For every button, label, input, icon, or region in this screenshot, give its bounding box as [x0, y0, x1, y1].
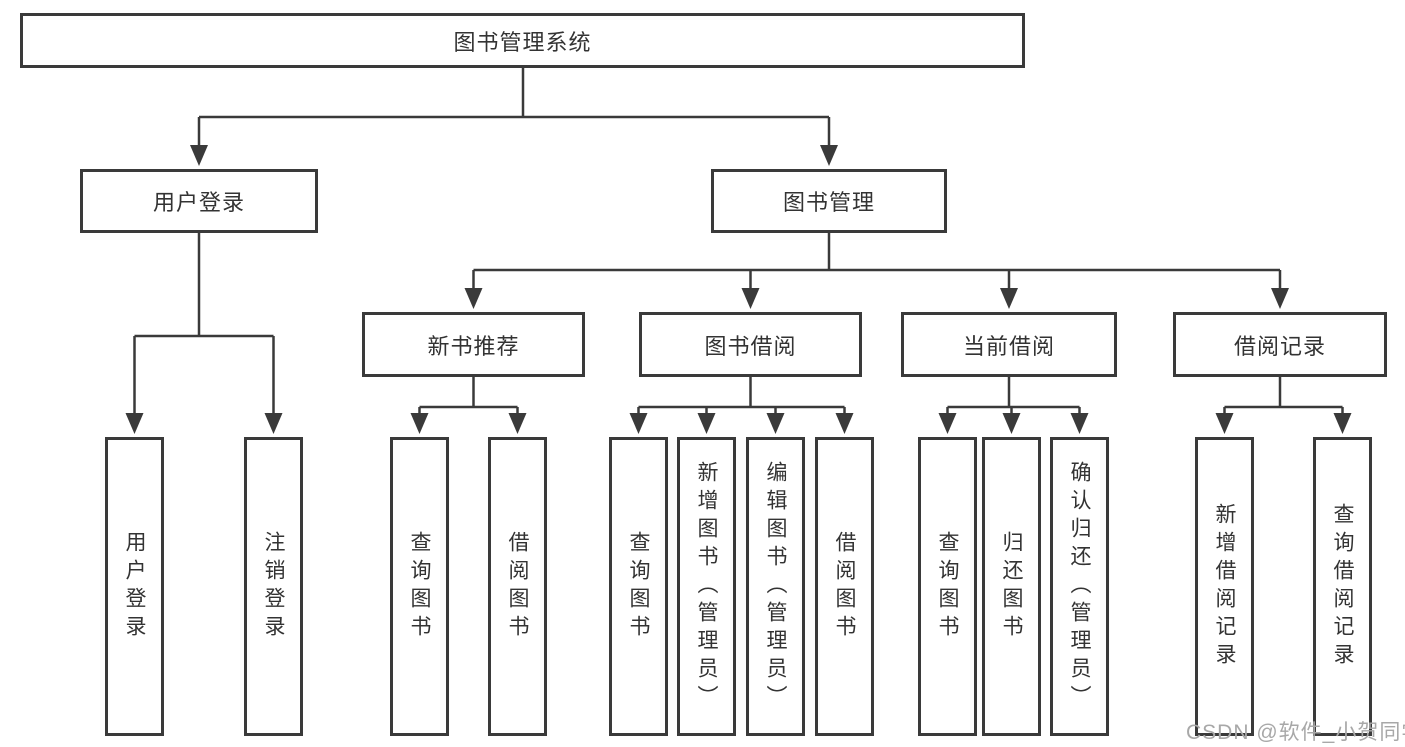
leaf-return-book-label: 归还图书: [1000, 530, 1023, 643]
node-borrow-records: 借阅记录: [1173, 312, 1387, 377]
leaf-add-book-admin: 新增图书（管理员）: [677, 437, 736, 736]
leaf-user-login-label: 用户登录: [123, 530, 146, 643]
leaf-logout: 注销登录: [244, 437, 303, 736]
leaf-query-books-current: 查询图书: [918, 437, 977, 736]
leaf-confirm-return-admin: 确认归还（管理员）: [1050, 437, 1109, 736]
leaf-borrow-books: 借阅图书: [815, 437, 874, 736]
node-book-borrow: 图书借阅: [639, 312, 862, 377]
node-new-book-recommend: 新书推荐: [362, 312, 585, 377]
leaf-query-books-current-label: 查询图书: [936, 530, 959, 643]
leaf-query-books-borrow: 查询图书: [609, 437, 668, 736]
leaf-return-book: 归还图书: [982, 437, 1041, 736]
leaf-query-books-recommend-label: 查询图书: [408, 530, 431, 643]
leaf-logout-label: 注销登录: [262, 530, 285, 643]
leaf-add-book-admin-label: 新增图书（管理员）: [695, 460, 718, 713]
leaf-edit-book-admin-label: 编辑图书（管理员）: [764, 460, 787, 713]
leaf-borrow-books-label: 借阅图书: [833, 530, 856, 643]
leaf-query-borrow-record-label: 查询借阅记录: [1331, 502, 1354, 671]
leaf-confirm-return-admin-label: 确认归还（管理员）: [1068, 460, 1091, 713]
leaf-user-login: 用户登录: [105, 437, 164, 736]
node-user-login: 用户登录: [80, 169, 318, 233]
leaf-add-borrow-record: 新增借阅记录: [1195, 437, 1254, 736]
leaf-edit-book-admin: 编辑图书（管理员）: [746, 437, 805, 736]
leaf-add-borrow-record-label: 新增借阅记录: [1213, 502, 1236, 671]
leaf-borrow-books-recommend-label: 借阅图书: [506, 530, 529, 643]
node-root: 图书管理系统: [20, 13, 1025, 68]
leaf-query-books-borrow-label: 查询图书: [627, 530, 650, 643]
node-book-management: 图书管理: [711, 169, 947, 233]
leaf-query-borrow-record: 查询借阅记录: [1313, 437, 1372, 736]
leaf-borrow-books-recommend: 借阅图书: [488, 437, 547, 736]
watermark: CSDN @软件_小贺同学: [1186, 721, 1405, 744]
leaf-query-books-recommend: 查询图书: [390, 437, 449, 736]
node-current-borrow: 当前借阅: [901, 312, 1117, 377]
